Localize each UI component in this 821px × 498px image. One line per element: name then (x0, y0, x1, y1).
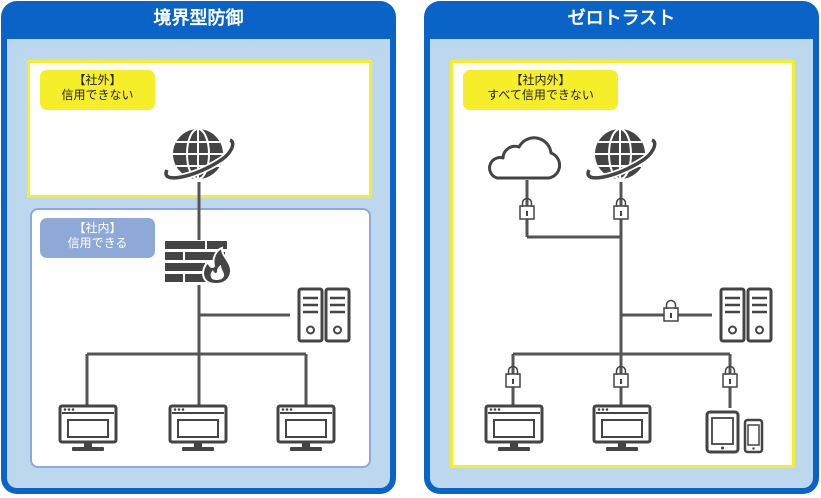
monitor-icon (58, 404, 118, 453)
monitor-icon (484, 404, 544, 453)
outside-tag: 【社外】 信用できない (40, 70, 155, 110)
monitor-icon (168, 404, 228, 453)
tablet-icon (705, 410, 740, 454)
left-connections (85, 182, 308, 408)
tag-line: 【社外】 (73, 73, 122, 87)
panel-title: 境界型防御 (153, 8, 244, 29)
monitor-icon (276, 404, 336, 453)
monitor-icon (592, 404, 652, 453)
server-icon (297, 287, 351, 343)
globe-icon (588, 129, 655, 179)
globe-icon (166, 129, 233, 179)
inside-tag: 【社内】 信用できる (40, 218, 155, 258)
smartphone-icon (743, 418, 764, 454)
firewall-icon (165, 241, 233, 286)
panel-title: ゼロトラスト (567, 8, 676, 29)
cloud-icon (488, 136, 562, 180)
tag-line: 信用できる (67, 236, 128, 250)
server-icon (719, 287, 773, 343)
tag-line: 【社内】 (73, 221, 122, 235)
outside-tag: 【社内外】 すべて信用できない (463, 70, 618, 110)
lock-icon (663, 299, 679, 322)
tag-line: 【社内外】 (510, 73, 571, 87)
tag-line: すべて信用できない (487, 88, 594, 102)
tag-line: 信用できない (61, 88, 134, 102)
